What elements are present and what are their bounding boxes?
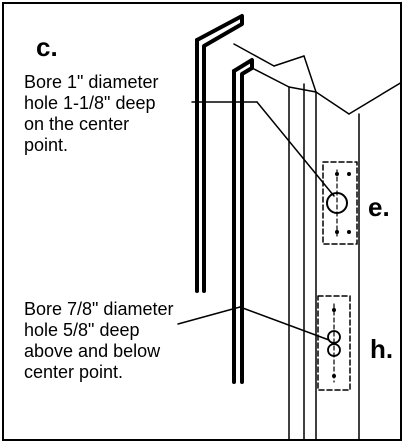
instruction-line: Bore 1" diameter	[24, 72, 159, 92]
instruction-line: hole 5/8" deep	[24, 320, 140, 340]
step-label-h: h.	[370, 334, 394, 364]
door-jamb	[195, 14, 400, 439]
step-label-e: e.	[368, 192, 390, 222]
diagram-frame: c. Bore 1" diameter hole 1-1/8" deep on …	[2, 2, 402, 441]
instruction-line: point.	[24, 135, 69, 155]
step-label-c: c.	[36, 32, 58, 62]
instruction-line: center point.	[24, 362, 124, 382]
bore-hole-above	[327, 330, 341, 344]
strike-plate-upper	[322, 161, 358, 245]
bore-hole-below	[327, 343, 341, 357]
instruction-line: Bore 7/8" diameter	[24, 299, 174, 319]
instruction-line: above and below	[24, 341, 161, 361]
strike-plate-lower	[317, 295, 351, 391]
door-jamb-illustration	[177, 14, 400, 439]
instruction-bore-center: Bore 1" diameter hole 1-1/8" deep on the…	[24, 72, 158, 156]
leader-line-above-below	[177, 306, 241, 325]
instruction-bore-above-below: Bore 7/8" diameter hole 5/8" deep above …	[24, 299, 173, 383]
instruction-line: on the center	[24, 114, 130, 134]
bore-hole-center	[326, 192, 348, 214]
instruction-line: hole 1-1/8" deep	[24, 93, 156, 113]
